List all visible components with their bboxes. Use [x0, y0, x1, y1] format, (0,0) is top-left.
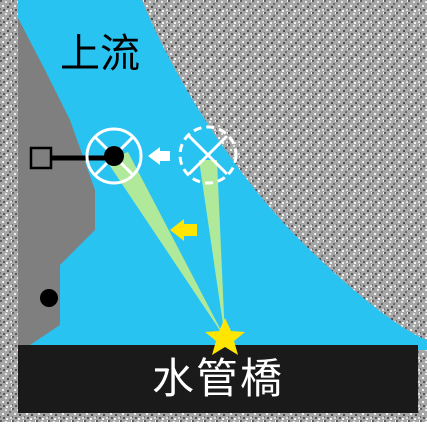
point-dot-icon	[40, 289, 58, 307]
view-cone-previous	[199, 160, 225, 338]
bridge-label: 水管橋	[151, 354, 284, 403]
view-cone-current	[106, 152, 225, 338]
upstream-label: 上流	[60, 31, 140, 77]
river-water	[18, 0, 427, 350]
bridge-bar	[18, 345, 418, 413]
left-bank	[18, 18, 95, 345]
target-previous-icon	[178, 125, 238, 185]
camera-star-icon	[205, 318, 245, 355]
target-current-icon	[85, 127, 143, 185]
white-arrow-icon	[148, 147, 170, 165]
yellow-arrow-icon	[170, 219, 197, 241]
